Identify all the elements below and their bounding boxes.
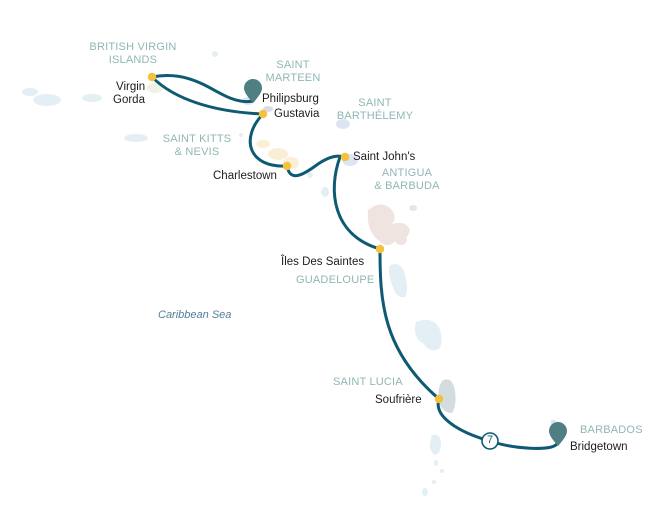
stop-dot-iles-des-saintes[interactable] <box>375 244 385 254</box>
port-label-virgin-gorda[interactable]: Virgin Gorda <box>113 81 145 107</box>
stop-dot-gustavia[interactable] <box>258 109 268 119</box>
island <box>33 94 61 106</box>
island-saint-kitts <box>256 140 270 148</box>
stop-dot-saint-johns[interactable] <box>340 152 350 162</box>
country-label-antigua-barbuda: ANTIGUA & BARBUDA <box>367 167 447 193</box>
island <box>409 205 417 211</box>
route-segment <box>378 247 441 401</box>
stop-dot-virgin-gorda[interactable] <box>147 72 157 82</box>
route-segment <box>150 74 255 104</box>
island-saint-lucia <box>438 379 456 413</box>
island <box>434 460 438 466</box>
map-pin-bridgetown-icon[interactable] <box>549 422 567 446</box>
port-label-iles-des-saintes[interactable]: Îles Des Saintes <box>281 256 365 268</box>
sea-label-caribbean: Caribbean Sea <box>158 309 232 321</box>
country-label-line: SAINT KITTS <box>162 133 232 145</box>
island <box>440 469 444 473</box>
route-segment <box>285 154 347 178</box>
nights-badge <box>481 432 499 450</box>
island-dominica <box>389 264 407 298</box>
port-label-charlestown[interactable]: Charlestown <box>213 170 277 182</box>
port-label-line: Gorda <box>113 94 145 106</box>
port-label-line: Virgin <box>116 81 146 93</box>
island <box>212 51 218 57</box>
island <box>22 88 38 96</box>
route-segment <box>332 155 382 251</box>
port-label-gustavia[interactable]: Gustavia <box>274 108 320 120</box>
island <box>82 94 102 102</box>
country-label-guadeloupe: GUADELOUPE <box>296 274 375 286</box>
country-label-line: SAINT <box>276 59 310 71</box>
island-martinique <box>415 319 442 351</box>
route-segment <box>150 75 265 116</box>
island-guadeloupe <box>367 204 410 245</box>
island <box>422 488 428 496</box>
port-label-bridgetown[interactable]: Bridgetown <box>570 441 628 453</box>
country-label-line: ISLANDS <box>108 54 158 66</box>
country-label-line: BRITISH VIRGIN <box>89 41 177 53</box>
country-label-saint-barthelemy: SAINT BARTHÉLEMY <box>330 97 420 123</box>
island-saint-barthelemy <box>336 119 350 129</box>
country-label-saint-lucia: SAINT LUCIA <box>333 376 403 388</box>
stop-dot-charlestown[interactable] <box>282 161 292 171</box>
country-label-line: & NEVIS <box>174 146 220 158</box>
island-nevis <box>268 148 288 160</box>
island <box>432 480 436 484</box>
port-label-philipsburg[interactable]: Philipsburg <box>262 93 319 105</box>
island <box>395 235 407 245</box>
country-label-line: BARTHÉLEMY <box>336 110 414 122</box>
country-label-line: & BARBUDA <box>374 180 440 192</box>
port-stops <box>147 72 444 404</box>
country-label-line: ANTIGUA <box>381 167 433 179</box>
country-label-saint-kitts-nevis: SAINT KITTS & NEVIS <box>157 133 237 159</box>
island <box>307 172 313 178</box>
stop-dot-soufriere[interactable] <box>434 394 444 404</box>
map-pin-philipsburg-icon[interactable] <box>244 79 262 103</box>
island <box>263 106 273 112</box>
port-label-saint-johns[interactable]: Saint John's <box>353 151 416 163</box>
island <box>239 133 243 137</box>
island <box>321 187 329 197</box>
island-saint-vincent <box>429 434 441 455</box>
country-label-barbados: BARBADOS <box>580 424 643 436</box>
island <box>124 134 148 142</box>
country-label-line: MARTEEN <box>265 72 321 84</box>
country-label-bvi: BRITISH VIRGIN ISLANDS <box>83 41 183 67</box>
port-label-soufriere[interactable]: Soufrière <box>375 394 422 406</box>
nights-badge-label: 7 <box>486 434 494 446</box>
route-segment <box>248 112 289 168</box>
nights-badge-circle <box>481 432 499 450</box>
island <box>147 83 163 93</box>
country-label-line: SAINT <box>358 97 392 109</box>
country-label-saint-marteen: SAINT MARTEEN <box>263 59 323 85</box>
